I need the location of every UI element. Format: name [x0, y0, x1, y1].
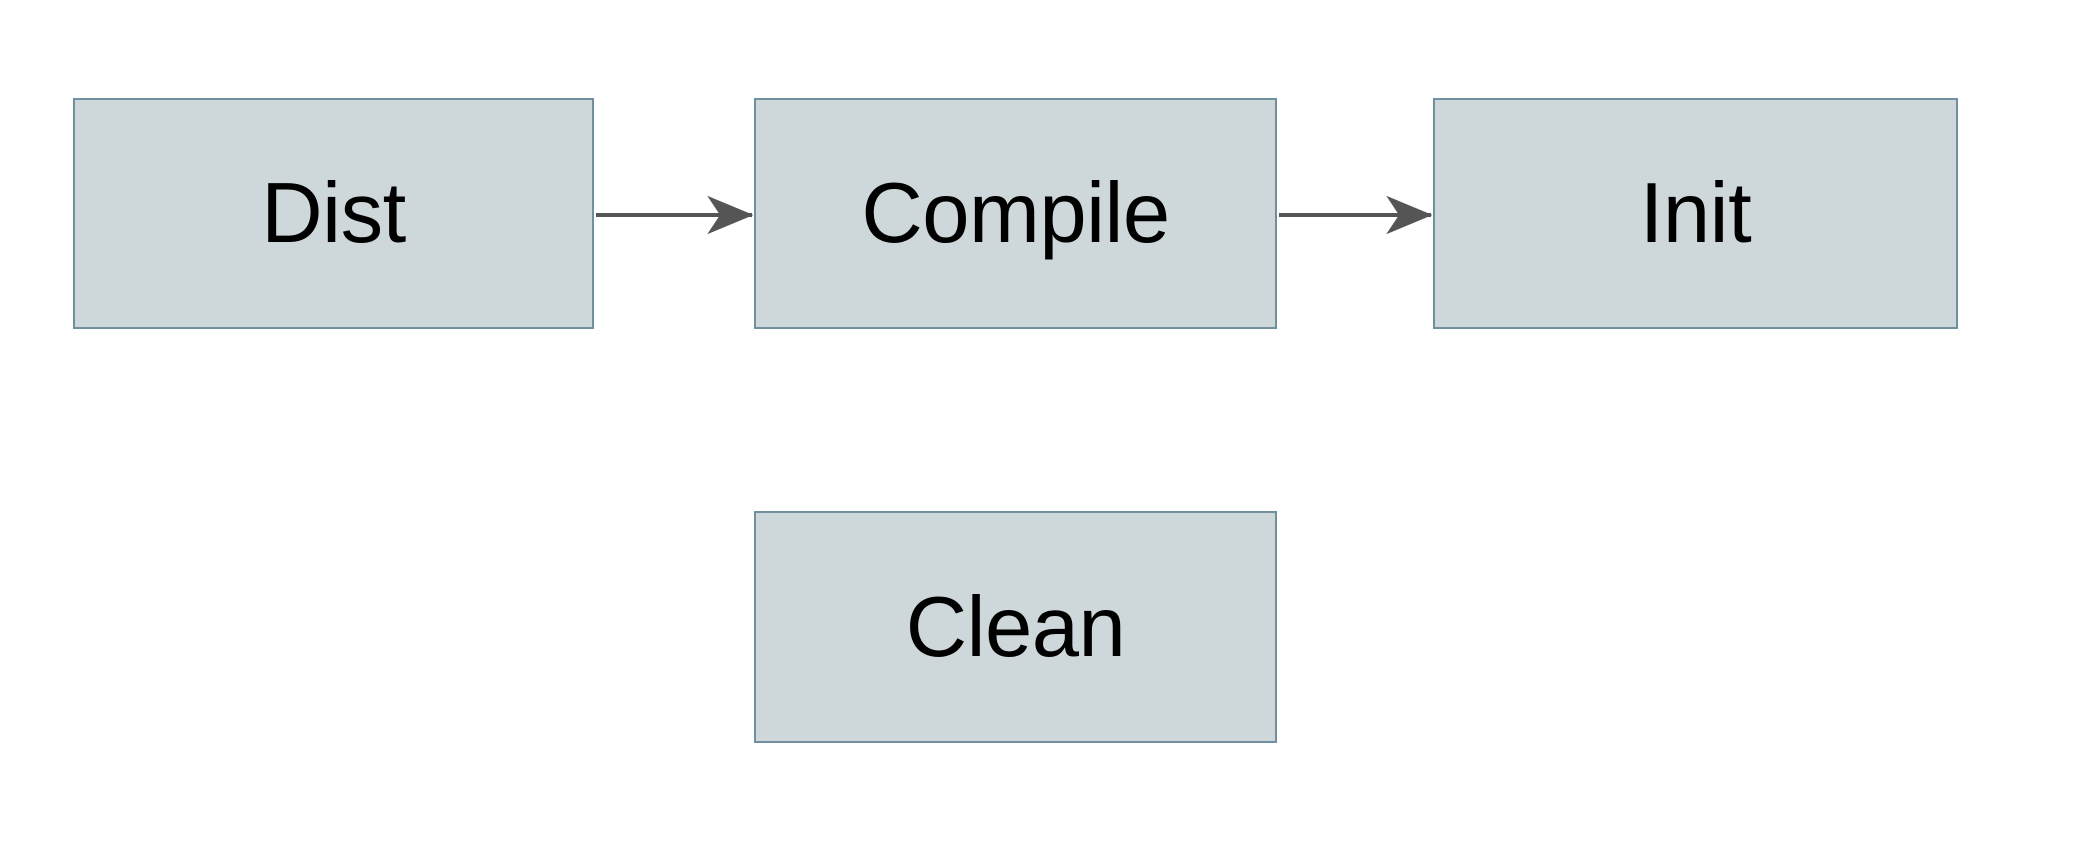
node-init[interactable]: Init	[1433, 98, 1958, 329]
node-label-compile: Compile	[861, 166, 1170, 261]
node-label-dist: Dist	[261, 166, 406, 261]
node-label-clean: Clean	[905, 579, 1126, 675]
node-clean[interactable]: Clean	[754, 511, 1277, 743]
node-compile[interactable]: Compile	[754, 98, 1277, 329]
node-dist[interactable]: Dist	[73, 98, 594, 329]
node-label-init: Init	[1639, 166, 1752, 261]
